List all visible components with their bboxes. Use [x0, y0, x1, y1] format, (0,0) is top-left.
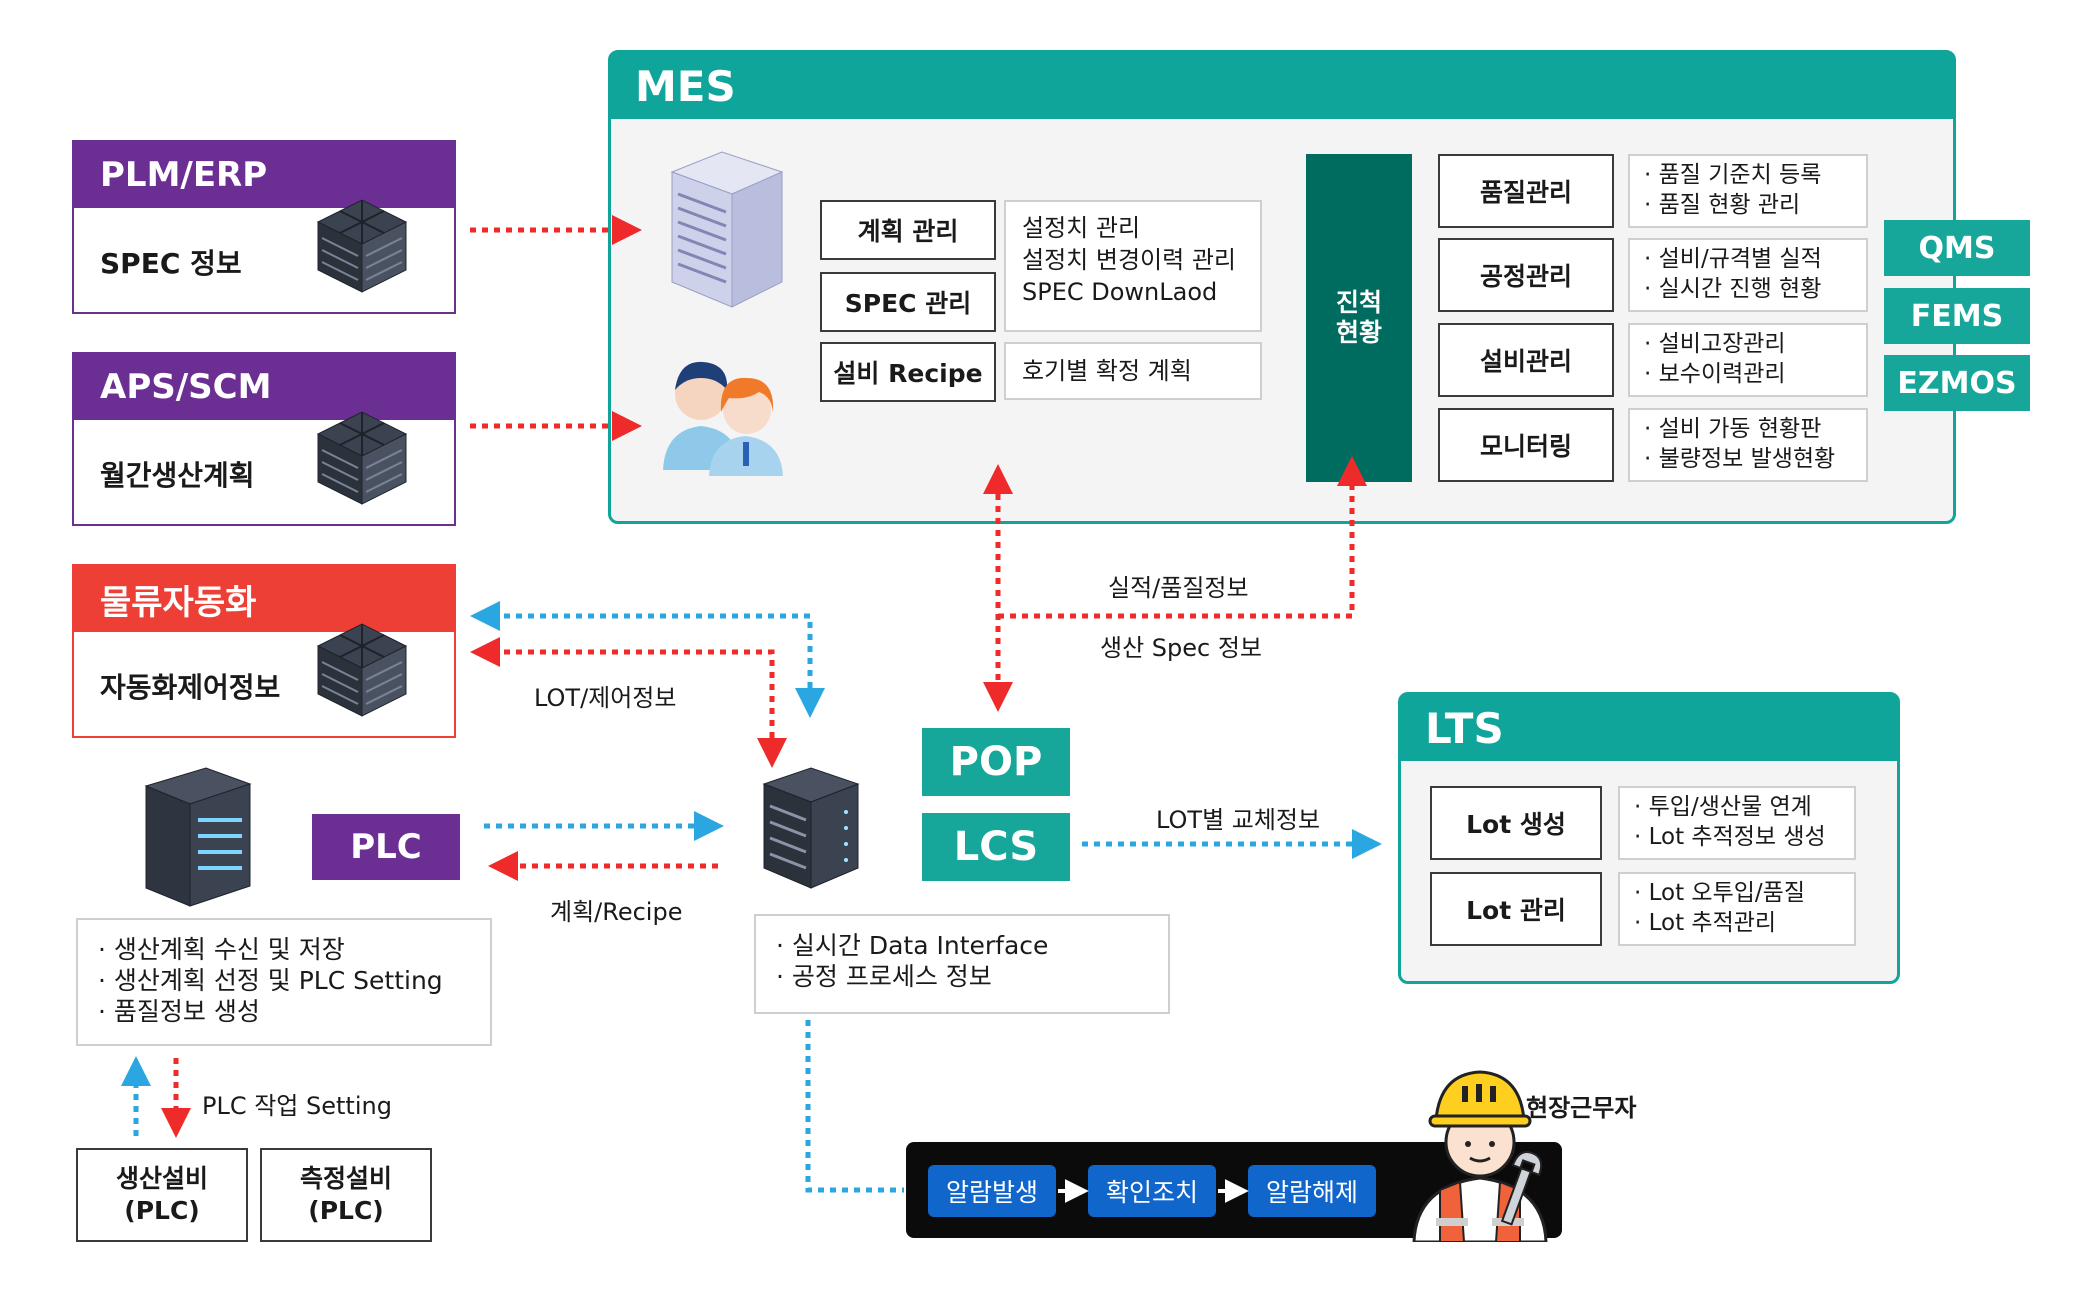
equipment-management-box: 설비관리: [1438, 323, 1614, 397]
plan-management-box: 계획 관리: [820, 200, 996, 260]
ezmos-box: EZMOS: [1884, 355, 2030, 411]
note-line: · 생산계획 선정 및 PLC Setting: [98, 966, 443, 995]
note-line: · 생산계획 수신 및 저장: [98, 935, 345, 964]
plm-erp-body: SPEC 정보: [100, 247, 242, 280]
plc-notes-box: · 생산계획 수신 및 저장 · 생산계획 선정 및 PLC Setting ·…: [76, 918, 492, 1046]
detail-line: · 보수이력관리: [1644, 361, 1786, 387]
server-stack-icon: [298, 182, 426, 310]
process-management-box: 공정관리: [1438, 238, 1614, 312]
detail-line: · 설비고장관리: [1644, 331, 1786, 357]
detail-line: · Lot 오투입/품질: [1634, 880, 1805, 906]
detail-line: · Lot 추적관리: [1634, 910, 1777, 936]
users-icon: [655, 346, 795, 486]
detail-line: · 설비/규격별 실적: [1644, 246, 1822, 272]
plan-recipe-label: 계획/Recipe: [550, 898, 683, 926]
monitoring-box: 모니터링: [1438, 408, 1614, 482]
alarm-clear-step: 알람해제: [1248, 1165, 1376, 1217]
note-line: · 실시간 Data Interface: [776, 931, 1049, 960]
interface-notes-box: · 실시간 Data Interface · 공정 프로세스 정보: [754, 914, 1170, 1014]
spec-management-box: SPEC 관리: [820, 272, 996, 332]
equipment-line: (PLC): [308, 1196, 384, 1225]
aps-scm-body: 월간생산계획: [100, 459, 255, 492]
plc-setting-label: PLC 작업 Setting: [202, 1092, 392, 1120]
detail-line: · 불량정보 발생현황: [1644, 446, 1836, 472]
qms-box: QMS: [1884, 220, 2030, 276]
production-equipment-box: 생산설비 (PLC): [76, 1148, 248, 1242]
mes-title: MES: [611, 53, 1953, 119]
worker-icon: [1400, 1058, 1560, 1244]
fems-box: FEMS: [1884, 288, 2030, 344]
measurement-equipment-box: 측정설비 (PLC): [260, 1148, 432, 1242]
progress-line: 현황: [1335, 318, 1382, 347]
lot-create-detail-box: · 투입/생산물 연계 · Lot 추적정보 생성: [1618, 786, 1856, 860]
worker-label: 현장근무자: [1526, 1094, 1637, 1122]
server-icon: [756, 762, 866, 892]
detail-line: · 투입/생산물 연계: [1634, 794, 1812, 820]
equipment-detail-box: · 설비고장관리 · 보수이력관리: [1628, 323, 1868, 397]
server-stack-icon: [298, 394, 426, 522]
lts-title: LTS: [1401, 695, 1897, 761]
monitoring-detail-box: · 설비 가동 현황판 · 불량정보 발생현황: [1628, 408, 1868, 482]
process-detail-box: · 설비/규격별 실적 · 실시간 진행 현황: [1628, 238, 1868, 312]
equipment-line: (PLC): [124, 1196, 200, 1225]
detail-line: · 설비 가동 현황판: [1644, 416, 1822, 442]
arrow-interface-alarm: [805, 1020, 904, 1193]
logistics-box: 물류자동화 자동화제어정보: [72, 564, 456, 738]
aps-scm-box: APS/SCM 월간생산계획: [72, 352, 456, 526]
detail-line: · 품질 현황 관리: [1644, 192, 1801, 218]
progress-status-bar: 진척 현황: [1306, 154, 1412, 482]
detail-line: · 품질 기준치 등록: [1644, 162, 1822, 188]
server-stack-icon: [298, 606, 426, 734]
alarm-confirm-step: 확인조치: [1088, 1165, 1216, 1217]
recipe-detail-box: 호기별 확정 계획: [1004, 342, 1262, 400]
logistics-title: 물류자동화: [74, 566, 454, 632]
detail-line: 호기별 확정 계획: [1022, 357, 1192, 385]
progress-line: 진척: [1335, 288, 1382, 317]
plc-box: PLC: [312, 814, 460, 880]
arrow-logistics-blue: [470, 601, 825, 718]
plm-erp-box: PLM/ERP SPEC 정보: [72, 140, 456, 314]
plm-erp-title: PLM/ERP: [74, 142, 454, 208]
lot-manage-box: Lot 관리: [1430, 872, 1602, 946]
alarm-raise-step: 알람발생: [928, 1165, 1056, 1217]
note-line: · 공정 프로세스 정보: [776, 962, 992, 991]
lcs-box: LCS: [922, 813, 1070, 881]
server-tower-icon: [140, 762, 256, 910]
detail-line: SPEC DownLaod: [1022, 278, 1218, 306]
pop-box: POP: [922, 728, 1070, 796]
prod-spec-label: 생산 Spec 정보: [1100, 634, 1263, 662]
quality-detail-box: · 품질 기준치 등록 · 품질 현황 관리: [1628, 154, 1868, 228]
equipment-recipe-box: 설비 Recipe: [820, 342, 996, 402]
detail-line: · Lot 추적정보 생성: [1634, 824, 1826, 850]
arrow-progress-link: [998, 456, 1367, 619]
lot-control-label: LOT/제어정보: [534, 684, 677, 712]
server-rack-icon: [662, 142, 792, 312]
logistics-body: 자동화제어정보: [100, 671, 281, 704]
detail-line: · 실시간 진행 현황: [1644, 276, 1822, 302]
equipment-line: 측정설비: [299, 1164, 392, 1193]
detail-line: 설정치 관리: [1022, 214, 1141, 242]
detail-line: 설정치 변경이력 관리: [1022, 246, 1236, 274]
quality-management-box: 품질관리: [1438, 154, 1614, 228]
result-quality-label: 실적/품질정보: [1108, 574, 1249, 602]
arrow-logistics-red: [470, 637, 787, 768]
equipment-line: 생산설비: [115, 1164, 208, 1193]
lot-create-box: Lot 생성: [1430, 786, 1602, 860]
lot-swap-label: LOT별 교체정보: [1156, 806, 1321, 834]
function-details-box: 설정치 관리 설정치 변경이력 관리 SPEC DownLaod: [1004, 200, 1262, 332]
aps-scm-title: APS/SCM: [74, 354, 454, 420]
lot-manage-detail-box: · Lot 오투입/품질 · Lot 추적관리: [1618, 872, 1856, 946]
note-line: · 품질정보 생성: [98, 997, 260, 1026]
